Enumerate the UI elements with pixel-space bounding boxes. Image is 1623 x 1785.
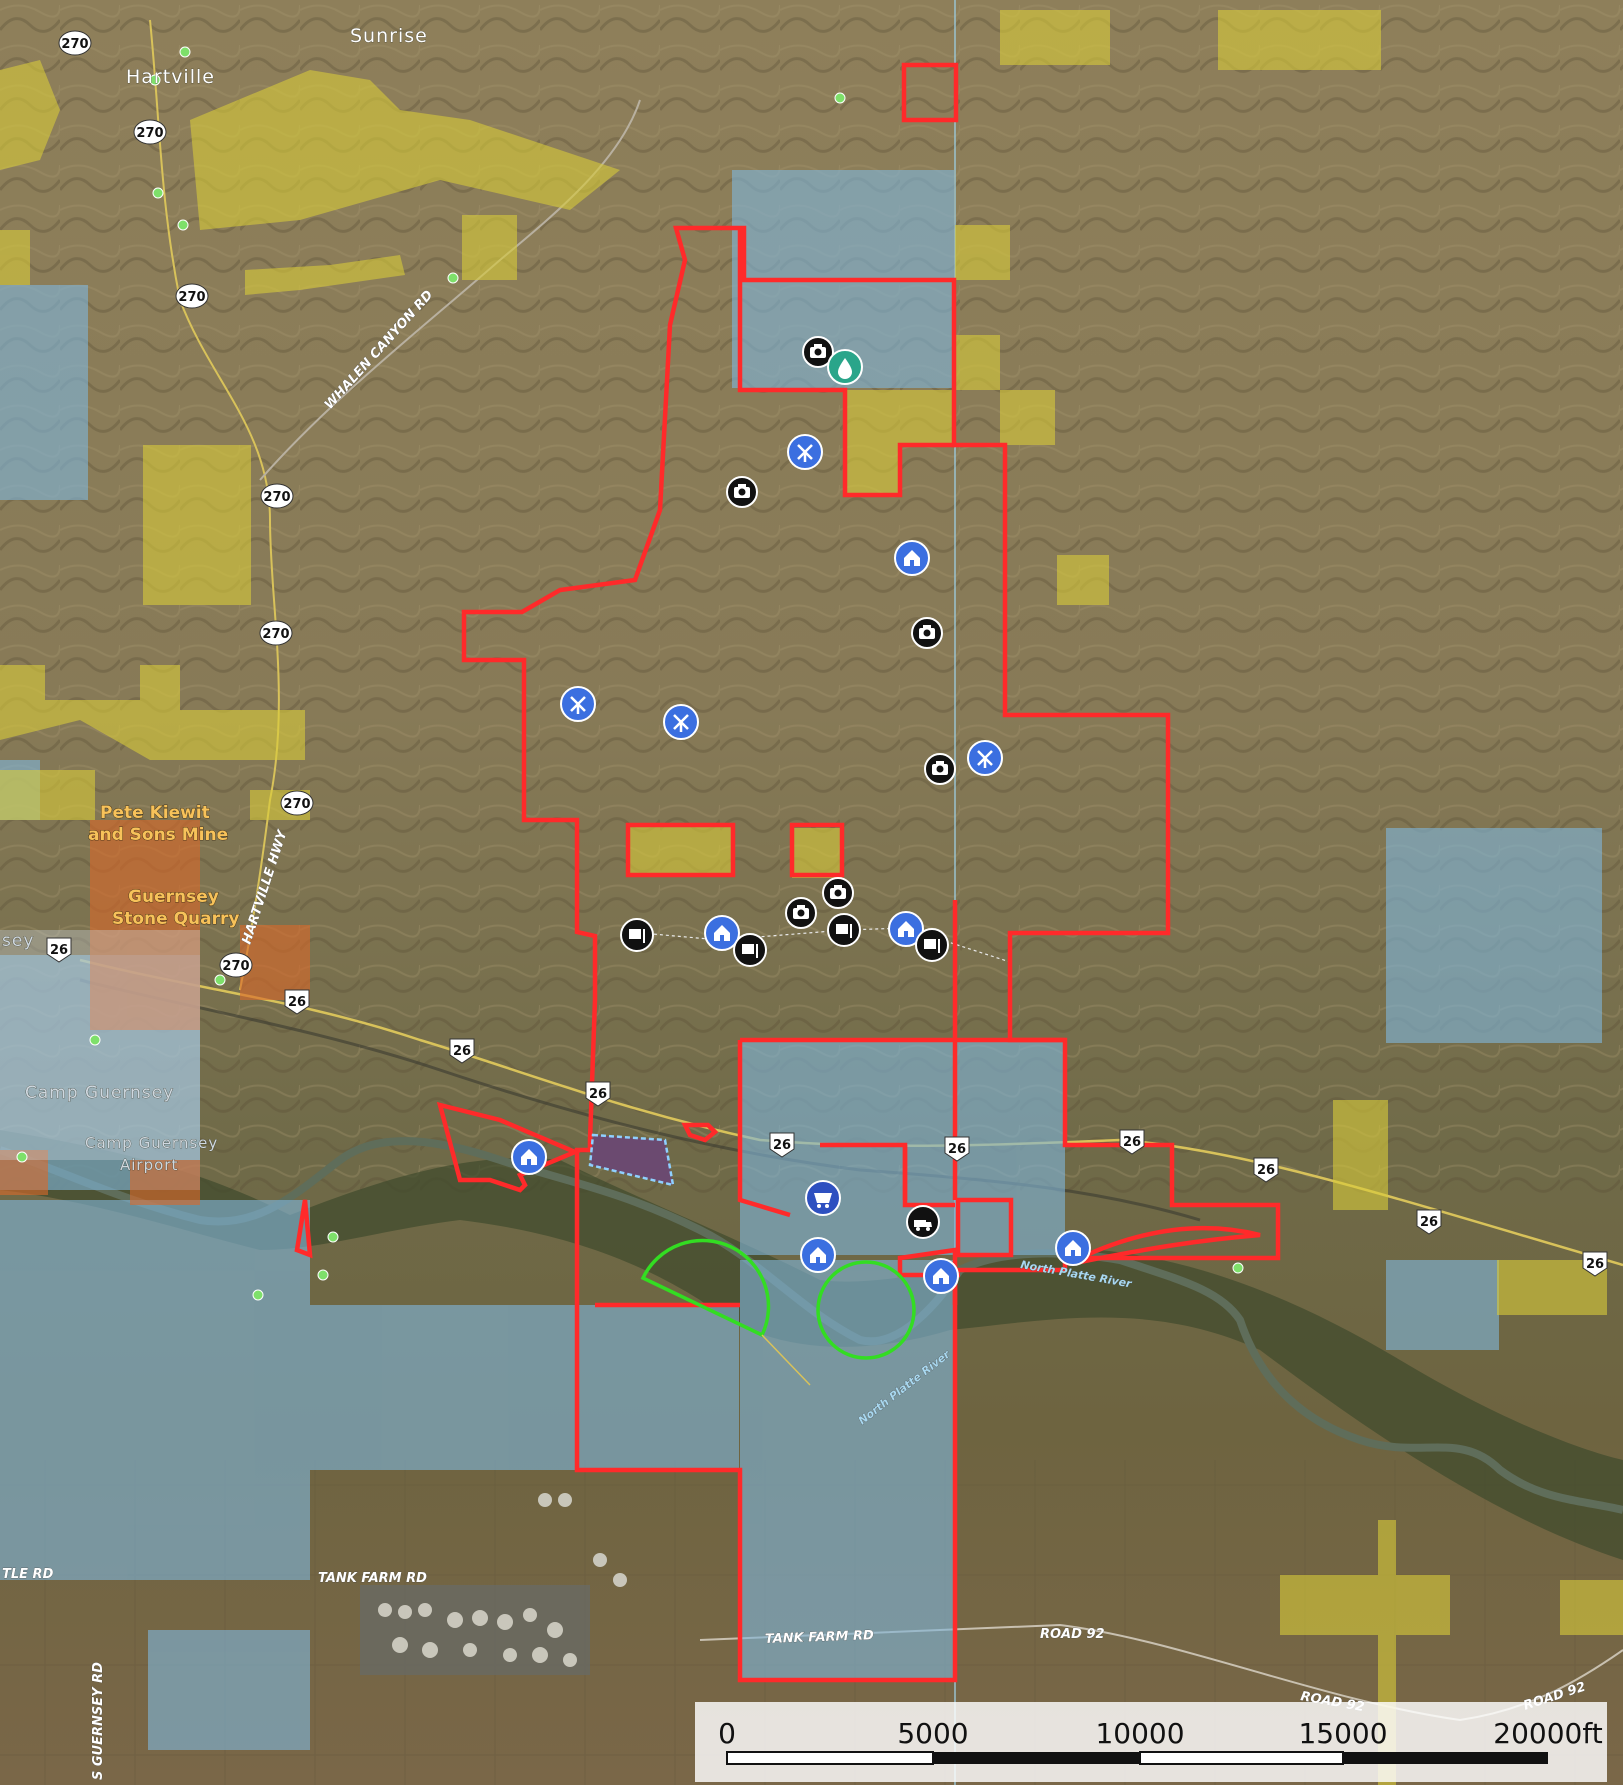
shield-26-1: 26: [46, 937, 72, 963]
shield-26-4: 26: [585, 1081, 611, 1107]
label-road-92-1: ROAD 92: [1040, 1627, 1105, 1642]
svg-text:270: 270: [222, 959, 249, 974]
label-s-guernsey-rd: S GUERNSEY RD: [91, 1662, 106, 1780]
svg-text:270: 270: [178, 290, 205, 305]
mine-cart-icon[interactable]: [805, 1180, 841, 1216]
shield-26-2: 26: [284, 989, 310, 1015]
shield-26-10: 26: [1582, 1251, 1608, 1277]
label-sunrise: Sunrise: [350, 25, 428, 47]
camera-icon[interactable]: [802, 336, 834, 368]
shield-270-1: 270: [58, 30, 92, 56]
scale-label-5000: 5000: [897, 1717, 968, 1750]
label-pete-kiewit-2: and Sons Mine: [88, 825, 228, 845]
label-pete-kiewit: Pete Kiewit: [100, 803, 210, 823]
purple-parcel: [588, 1133, 675, 1187]
svg-text:270: 270: [61, 37, 88, 52]
svg-text:26: 26: [453, 1044, 471, 1059]
camera-icon[interactable]: [911, 617, 943, 649]
scale-segment-3: [1139, 1751, 1344, 1765]
svg-text:26: 26: [50, 943, 68, 958]
flag-icon[interactable]: [827, 913, 861, 947]
windmill-icon[interactable]: [787, 434, 823, 470]
tank-farm: [360, 1493, 627, 1675]
label-tank-farm-rd-1: TANK FARM RD: [318, 1571, 427, 1586]
svg-text:26: 26: [948, 1142, 966, 1157]
scale-label-0: 0: [718, 1717, 736, 1750]
scale-label-15000: 15000: [1298, 1717, 1387, 1750]
label-camp-guernsey: Camp Guernsey: [25, 1083, 174, 1103]
shield-26-8: 26: [1253, 1157, 1279, 1183]
pivot-line: [761, 1334, 811, 1386]
shield-26-3: 26: [449, 1038, 475, 1064]
svg-text:26: 26: [1257, 1163, 1275, 1178]
label-hartville: Hartville: [126, 66, 215, 88]
windmill-icon[interactable]: [663, 704, 699, 740]
scale-label-10000: 10000: [1095, 1717, 1184, 1750]
scale-label-20000ft: 20000ft: [1493, 1717, 1602, 1750]
truck-icon[interactable]: [906, 1205, 940, 1239]
house-icon[interactable]: [923, 1258, 959, 1294]
scale-bar-background: [695, 1702, 1607, 1782]
windmill-icon[interactable]: [967, 740, 1003, 776]
water-drop-icon[interactable]: [827, 349, 863, 385]
poi-markers[interactable]: [511, 336, 1091, 1294]
shield-270-6: 270: [280, 790, 314, 816]
camp-guernsey-area: [0, 930, 200, 1160]
svg-text:26: 26: [288, 995, 306, 1010]
shield-26-6: 26: [944, 1136, 970, 1162]
green-dots: [16, 46, 1244, 1301]
shield-270-2: 270: [133, 119, 167, 145]
camera-icon[interactable]: [924, 753, 956, 785]
label-sey: sey: [2, 931, 34, 951]
label-airport-2: Airport: [120, 1156, 178, 1174]
house-icon[interactable]: [704, 915, 740, 951]
label-guernsey-quarry: Guernsey: [128, 887, 219, 907]
route-26-shields: 26 26 26 26 26 26 26 26 26 26: [46, 937, 1608, 1277]
svg-text:270: 270: [136, 126, 163, 141]
windmill-icon[interactable]: [560, 686, 596, 722]
shield-270-5: 270: [259, 620, 293, 646]
flag-icon[interactable]: [733, 933, 767, 967]
flag-icon[interactable]: [915, 928, 949, 962]
svg-text:270: 270: [263, 490, 290, 505]
camera-icon[interactable]: [726, 476, 758, 508]
scale-bar: 0 5000 10000 15000 20000ft: [695, 1702, 1607, 1782]
shield-270-7: 270: [219, 952, 253, 978]
svg-text:26: 26: [1586, 1257, 1604, 1272]
shield-270-3: 270: [175, 283, 209, 309]
flag-icon[interactable]: [620, 918, 654, 952]
svg-text:26: 26: [1420, 1215, 1438, 1230]
mine-area-layer: [0, 820, 310, 1205]
scale-segment-1: [726, 1751, 934, 1765]
svg-text:270: 270: [262, 627, 289, 642]
scale-segment-4: [1343, 1752, 1548, 1764]
shield-26-5: 26: [769, 1132, 795, 1158]
label-tle-rd: TLE RD: [2, 1567, 54, 1582]
shield-26-7: 26: [1119, 1129, 1145, 1155]
pivot-circles: [640, 1238, 916, 1360]
shield-270-4: 270: [260, 483, 294, 509]
house-icon[interactable]: [511, 1139, 547, 1175]
scale-segment-2: [933, 1752, 1140, 1764]
label-airport: Camp Guernsey: [85, 1134, 218, 1152]
svg-text:26: 26: [589, 1087, 607, 1102]
highway-270: [149, 19, 280, 991]
house-icon[interactable]: [888, 911, 924, 947]
house-icon[interactable]: [1055, 1230, 1091, 1266]
place-labels: Sunrise Hartville Pete Kiewit and Sons M…: [2, 25, 428, 1175]
camera-icon[interactable]: [822, 877, 854, 909]
camera-icon[interactable]: [785, 897, 817, 929]
svg-text:26: 26: [773, 1138, 791, 1153]
house-icon[interactable]: [800, 1237, 836, 1273]
route-270-shields: 270 270 270 270 270 270 270: [58, 30, 314, 978]
house-icon[interactable]: [894, 540, 930, 576]
label-tank-farm-rd-2: TANK FARM RD: [765, 1628, 875, 1647]
label-guernsey-quarry-2: Stone Quarry: [112, 909, 239, 929]
shield-26-9: 26: [1416, 1209, 1442, 1235]
svg-text:270: 270: [283, 797, 310, 812]
svg-text:26: 26: [1123, 1135, 1141, 1150]
